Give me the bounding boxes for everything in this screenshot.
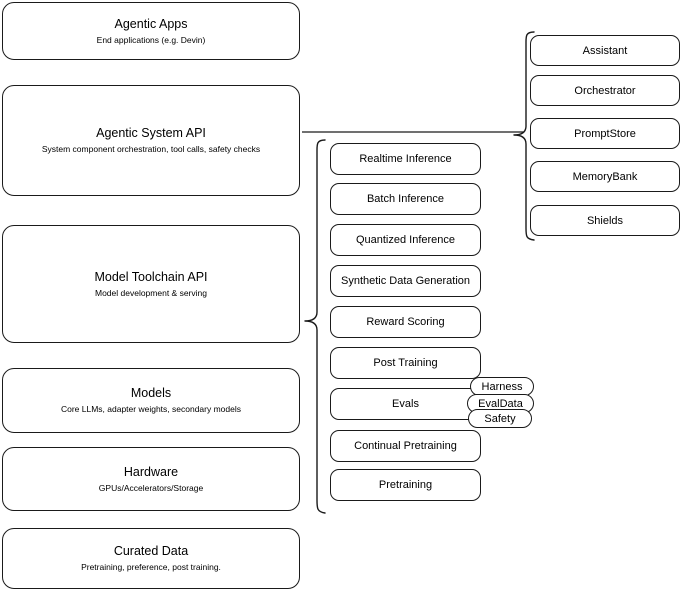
- toolchain-chip-post-training[interactable]: Post Training: [330, 347, 481, 379]
- chip-label: Pretraining: [378, 479, 433, 491]
- stack-layer-agentic-system-api[interactable]: Agentic System API System component orch…: [2, 85, 300, 196]
- system-chip-orchestrator[interactable]: Orchestrator: [530, 75, 680, 106]
- toolchain-chip-pretraining[interactable]: Pretraining: [330, 469, 481, 501]
- eval-pill-evaldata[interactable]: EvalData: [467, 394, 534, 413]
- layer-subtitle: Pretraining, preference, post training.: [81, 562, 221, 572]
- layer-subtitle: System component orchestration, tool cal…: [41, 144, 261, 154]
- brace-system-components: [512, 30, 536, 242]
- chip-label: MemoryBank: [572, 170, 638, 183]
- eval-pill-safety[interactable]: Safety: [468, 409, 532, 428]
- pill-label: Safety: [484, 412, 516, 425]
- chip-label: Continual Pretraining: [354, 440, 457, 452]
- system-chip-assistant[interactable]: Assistant: [530, 35, 680, 66]
- layer-subtitle: Model development & serving: [95, 287, 207, 298]
- layer-subtitle: Core LLMs, adapter weights, secondary mo…: [60, 404, 241, 414]
- layer-title: Agentic Apps: [114, 16, 188, 31]
- system-chip-shields[interactable]: Shields: [530, 205, 680, 236]
- toolchain-chip-batch-inference[interactable]: Batch Inference: [330, 183, 481, 215]
- layer-title: Agentic System API: [96, 126, 206, 140]
- pill-label: EvalData: [478, 397, 523, 410]
- toolchain-chip-continual-pretraining[interactable]: Continual Pretraining: [330, 430, 481, 462]
- stack-layer-hardware[interactable]: Hardware GPUs/Accelerators/Storage: [2, 447, 300, 511]
- stack-layer-curated-data[interactable]: Curated Data Pretraining, preference, po…: [2, 528, 300, 589]
- toolchain-chip-reward-scoring[interactable]: Reward Scoring: [330, 306, 481, 338]
- chip-label: Realtime Inference: [359, 153, 452, 165]
- layer-title: Models: [130, 386, 172, 400]
- chip-label: Evals: [392, 398, 419, 410]
- stack-layer-model-toolchain-api[interactable]: Model Toolchain API Model development & …: [2, 225, 300, 343]
- chip-label: Orchestrator: [574, 84, 636, 97]
- chip-label: Post Training: [373, 357, 438, 369]
- chip-label: Synthetic Data Generation: [340, 275, 471, 287]
- stack-layer-agentic-apps[interactable]: Agentic Apps End applications (e.g. Devi…: [2, 2, 300, 60]
- layer-subtitle: GPUs/Accelerators/Storage: [98, 482, 204, 493]
- system-chip-memorybank[interactable]: MemoryBank: [530, 161, 680, 192]
- toolchain-chip-quantized-inference[interactable]: Quantized Inference: [330, 224, 481, 256]
- system-chip-promptstore[interactable]: PromptStore: [530, 118, 680, 149]
- layer-title: Hardware: [123, 464, 179, 479]
- connector-system-api-to-components: [300, 124, 526, 140]
- layer-title: Curated Data: [113, 544, 189, 558]
- chip-label: PromptStore: [574, 127, 636, 140]
- toolchain-chip-realtime-inference[interactable]: Realtime Inference: [330, 143, 481, 175]
- chip-label: Batch Inference: [366, 193, 445, 205]
- chip-label: Assistant: [582, 44, 628, 57]
- chip-label: Shields: [586, 214, 624, 227]
- layer-subtitle: End applications (e.g. Devin): [96, 34, 206, 45]
- layer-title: Model Toolchain API: [94, 269, 208, 284]
- stack-layer-models[interactable]: Models Core LLMs, adapter weights, secon…: [2, 368, 300, 433]
- pill-label: Harness: [481, 380, 523, 393]
- chip-label: Reward Scoring: [366, 316, 445, 328]
- brace-toolchain-components: [303, 138, 327, 516]
- toolchain-chip-evals[interactable]: Evals: [330, 388, 481, 420]
- toolchain-chip-synthetic-data-generation[interactable]: Synthetic Data Generation: [330, 265, 481, 297]
- chip-label: Quantized Inference: [355, 234, 456, 246]
